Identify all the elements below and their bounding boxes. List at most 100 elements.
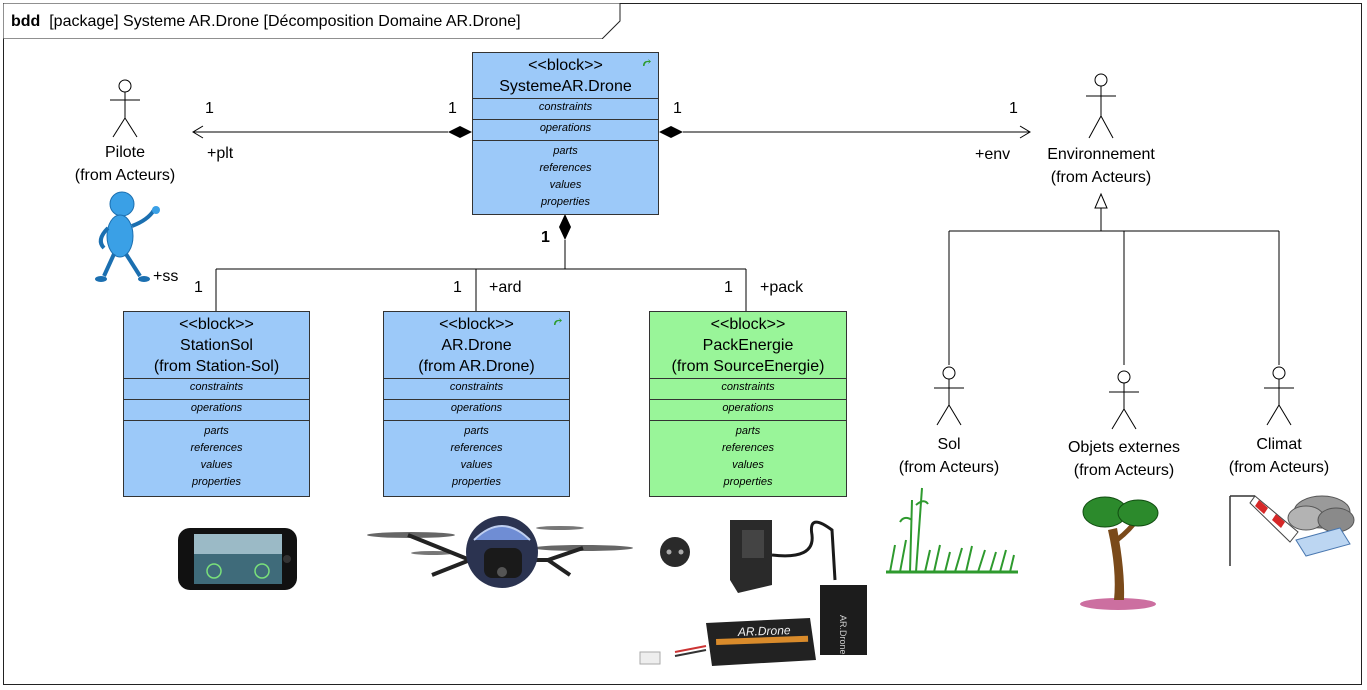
compartment-operations[interactable]: operations [650, 399, 846, 420]
block-owner: (from SourceEnergie) [671, 358, 825, 375]
compartment-properties: properties [192, 476, 241, 488]
actor-sol-label[interactable]: Sol (from Acteurs) [884, 433, 1014, 479]
block-stereotype: <<block>> [179, 316, 254, 333]
block-stereotype: <<block>> [528, 57, 603, 74]
linked-element-icon [554, 318, 562, 325]
actor-environnement-label[interactable]: Environnement (from Acteurs) [1031, 143, 1171, 189]
role-plt: +plt [207, 145, 234, 162]
compartment-structure[interactable]: parts references values properties [384, 420, 569, 493]
cloud-icon [1287, 495, 1355, 557]
pilot-figure-icon [95, 191, 160, 282]
block-header: <<block>> AR.Drone (from AR.Drone) [384, 312, 569, 377]
compartment-parts: parts [553, 145, 578, 157]
actor-owner: (from Acteurs) [1050, 169, 1152, 186]
actor-owner: (from Acteurs) [74, 167, 176, 184]
compartment-operations[interactable]: operations [473, 119, 658, 140]
multiplicity-env-end: 1 [1009, 100, 1018, 117]
actor-name: Climat [1256, 436, 1302, 453]
block-ar-drone[interactable]: <<block>> AR.Drone (from AR.Drone) const… [383, 311, 570, 497]
compartment-operations[interactable]: operations [124, 399, 309, 420]
block-header: <<block>> PackEnergie (from SourceEnergi… [650, 312, 846, 377]
composite-diamond-env [659, 126, 683, 138]
frame-heading: [package] Systeme AR.Drone [Décompositio… [49, 13, 521, 30]
compartment-references: references [722, 442, 774, 454]
compartment-operations[interactable]: operations [384, 399, 569, 420]
role-env: +env [975, 146, 1011, 163]
multiplicity-env-owner: 1 [673, 100, 682, 117]
windsock-icon [1229, 495, 1299, 566]
compartment-structure[interactable]: parts references values properties [650, 420, 846, 493]
block-name: PackEnergie [702, 337, 794, 354]
actor-climat-label[interactable]: Climat (from Acteurs) [1214, 433, 1344, 479]
block-name: SystemeAR.Drone [499, 78, 632, 95]
compartment-values: values [200, 459, 233, 471]
composite-diamond-pilote [448, 126, 472, 138]
navigability-arrow-pilote [192, 125, 204, 139]
grass-icon [886, 487, 1018, 574]
compartment-references: references [190, 442, 243, 454]
compartment-values: values [549, 179, 582, 191]
multiplicity-ard: 1 [453, 279, 462, 296]
actor-owner: (from Acteurs) [1228, 459, 1330, 476]
actor-owner: (from Acteurs) [1073, 462, 1175, 479]
compartment-references: references [539, 162, 592, 174]
block-station-sol[interactable]: <<block>> StationSol (from Station-Sol) … [123, 311, 310, 497]
actor-owner: (from Acteurs) [898, 459, 1000, 476]
compartment-structure[interactable]: parts references values properties [124, 420, 309, 493]
block-systeme-ar-drone[interactable]: <<block>> SystemeAR.Drone constraints op… [472, 52, 659, 215]
compartment-properties: properties [452, 476, 501, 488]
power-adapter-icon: AR.Drone [660, 520, 867, 655]
quadcopter-icon [367, 516, 633, 588]
compartment-values: values [460, 459, 493, 471]
svg-text:AR.Drone: AR.Drone [838, 615, 848, 655]
multiplicity-pilote-owner: 1 [448, 100, 457, 117]
block-name: AR.Drone [441, 337, 512, 354]
frame-title: bdd [package] Systeme AR.Drone [Décompos… [11, 13, 521, 31]
multiplicity-pack: 1 [724, 279, 733, 296]
frame-kind: bdd [11, 13, 41, 30]
compartment-properties: properties [541, 196, 590, 208]
stick-figure-actor-icon[interactable] [1264, 366, 1294, 426]
actor-pilote-label[interactable]: Pilote (from Acteurs) [62, 141, 188, 187]
compartment-constraints[interactable]: constraints [650, 378, 846, 399]
block-name: StationSol [180, 337, 253, 354]
actor-name: Objets externes [1067, 439, 1181, 456]
actor-name: Sol [937, 436, 961, 453]
tree-icon [1080, 496, 1159, 610]
multiplicity-composite: 1 [541, 229, 550, 246]
multiplicity-pilote-end: 1 [205, 100, 214, 117]
compartment-constraints[interactable]: constraints [124, 378, 309, 399]
compartment-parts: parts [735, 425, 761, 437]
svg-text:AR.Drone: AR.Drone [737, 623, 791, 639]
stick-figure-actor-icon[interactable] [1086, 73, 1116, 139]
block-header: <<block>> SystemeAR.Drone [473, 53, 658, 97]
compartment-structure[interactable]: parts references values properties [473, 140, 658, 213]
composite-diamond-parts [559, 214, 571, 240]
role-pack: +pack [760, 279, 804, 296]
block-header: <<block>> StationSol (from Station-Sol) [124, 312, 309, 377]
generalization-arrowhead [1094, 192, 1108, 209]
linked-element-icon [643, 59, 651, 66]
actor-name: Pilote [104, 144, 146, 161]
role-ard: +ard [489, 279, 522, 296]
compartment-properties: properties [723, 476, 773, 488]
compartment-parts: parts [464, 425, 489, 437]
multiplicity-ss: 1 [194, 279, 203, 296]
role-ss: +ss [153, 268, 179, 285]
actor-objets-label[interactable]: Objets externes (from Acteurs) [1049, 436, 1199, 482]
smartphone-icon [178, 528, 297, 590]
stick-figure-actor-icon[interactable] [110, 79, 140, 138]
actor-name: Environnement [1047, 146, 1155, 163]
navigability-arrow-env [1019, 125, 1031, 139]
compartment-constraints[interactable]: constraints [473, 98, 658, 119]
compartment-constraints[interactable]: constraints [384, 378, 569, 399]
compartment-parts: parts [204, 425, 229, 437]
block-stereotype: <<block>> [439, 316, 514, 333]
stick-figure-actor-icon[interactable] [934, 366, 964, 426]
compartment-values: values [732, 459, 764, 471]
stick-figure-actor-icon[interactable] [1109, 370, 1139, 430]
block-stereotype: <<block>> [710, 316, 786, 333]
compartment-references: references [450, 442, 503, 454]
block-pack-energie[interactable]: <<block>> PackEnergie (from SourceEnergi… [649, 311, 847, 497]
